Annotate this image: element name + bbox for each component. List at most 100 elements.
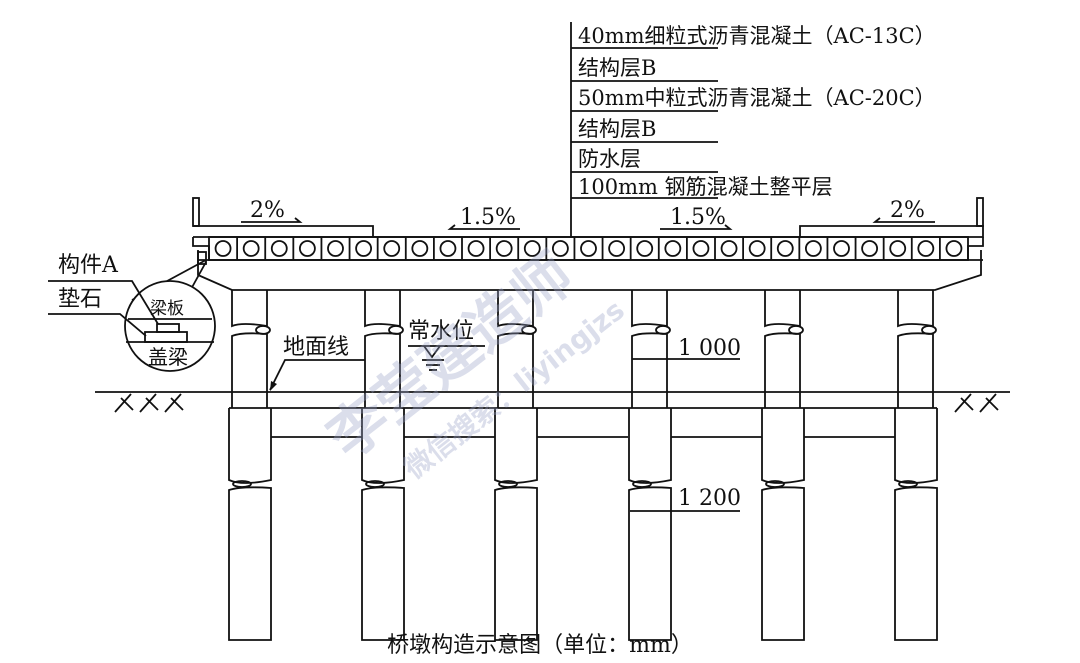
soil-hatch: [954, 393, 974, 413]
layer-label-2: 结构层B: [578, 56, 656, 80]
column-diameter-label: 1 000: [678, 336, 741, 361]
slope-arrow-left: [447, 224, 520, 230]
hollow-core: [495, 240, 513, 257]
ground-line-label: 地面线: [283, 335, 349, 360]
column-lower: [631, 332, 668, 408]
slope-center-left: 1.5%: [460, 205, 516, 230]
soil-hatch: [114, 393, 134, 413]
pile-upper: [628, 408, 672, 484]
hollow-core: [298, 240, 316, 257]
pile-lower: [494, 486, 538, 641]
hollow-core: [551, 240, 569, 257]
pavement-layer: [193, 225, 984, 238]
slope-arrow-right: [241, 217, 303, 223]
slope-center-right: 1.5%: [670, 205, 726, 230]
hollow-core: [636, 240, 654, 257]
hollow-core: [861, 240, 879, 257]
soil-hatch: [979, 393, 999, 413]
ground-line-leader: [269, 359, 365, 391]
pile-lower: [228, 486, 272, 641]
soil-hatching: [114, 393, 999, 413]
hollow-core: [411, 240, 429, 257]
column-upper: [631, 290, 668, 328]
layer-label-3: 50mm中粒式沥青混凝土（AC-20C）: [578, 86, 936, 110]
pile-upper: [361, 408, 405, 484]
hollow-core: [945, 240, 963, 257]
pier: [228, 290, 362, 641]
cap-beam: [197, 250, 983, 291]
pad-stone-leader: [48, 313, 147, 337]
pile-diameter-label: 1 200: [678, 486, 741, 511]
bearing-component: [156, 323, 180, 333]
hollow-core: [748, 240, 766, 257]
right-railing: [976, 197, 984, 227]
layer-callout: 40mm细粒式沥青混凝土（AC-13C） 结构层B 50mm中粒式沥青混凝土（A…: [570, 22, 936, 237]
column-break: [388, 325, 404, 335]
pad-stone-label: 垫石: [58, 287, 102, 312]
slope-right: 2%: [890, 198, 925, 223]
column-break: [521, 325, 537, 335]
hollow-core: [889, 240, 907, 257]
hollow-core: [720, 240, 738, 257]
hollow-core: [383, 240, 401, 257]
pile-upper: [494, 408, 538, 484]
beam-slab-label: 梁板: [150, 299, 184, 319]
cap-beam-label: 盖梁: [148, 345, 188, 369]
watermark: 李莹建造师 微信搜索：liyingjzs: [315, 240, 630, 486]
column-lower: [764, 332, 801, 408]
piers: [228, 290, 938, 641]
hollow-core: [608, 240, 626, 257]
pier: [761, 290, 895, 641]
slope-arrow-right: [660, 224, 733, 230]
soil-hatch: [139, 393, 159, 413]
layer-label-1: 40mm细粒式沥青混凝土（AC-13C）: [578, 24, 936, 48]
detail-circle: [124, 280, 216, 372]
pile-break: [232, 480, 252, 488]
hollow-slab-cells: [214, 237, 963, 260]
hollow-core: [270, 240, 288, 257]
hollow-core: [355, 240, 373, 257]
hollow-core: [580, 240, 597, 257]
pile-upper: [894, 408, 938, 484]
pile-break: [365, 480, 385, 488]
bridge-deck: [192, 197, 984, 291]
hollow-core: [664, 240, 682, 257]
slope-arrow-left: [872, 217, 935, 223]
hollow-core: [804, 240, 822, 257]
component-a-leader: [48, 280, 159, 325]
pile-break: [498, 480, 518, 488]
layer-label-6: 100mm 钢筋混凝土整平层: [578, 175, 833, 199]
pile-upper: [761, 408, 805, 484]
pier: [494, 290, 628, 641]
pile-break: [632, 480, 652, 488]
layer-label-4: 结构层B: [578, 117, 656, 141]
pile-lower: [894, 486, 938, 641]
slope-labels: 2% 1.5% 1.5% 2%: [241, 198, 935, 230]
hollow-core: [523, 240, 541, 257]
pile-lower: [361, 486, 405, 641]
column-break: [255, 325, 271, 335]
pile-dimension: 1 200: [630, 486, 741, 512]
pier: [628, 290, 762, 641]
hollow-core: [214, 240, 232, 257]
bearing-detail: 梁板 盖梁 构件A 垫石: [48, 253, 216, 372]
column-upper: [764, 290, 801, 328]
column-lower: [897, 332, 934, 408]
hollow-core: [439, 240, 457, 257]
layer-label-5: 防水层: [578, 147, 641, 171]
pile-break: [765, 480, 785, 488]
component-a-label: 构件A: [58, 253, 119, 278]
hollow-core: [692, 240, 710, 257]
pile-lower: [761, 486, 805, 641]
pile-break: [898, 480, 918, 488]
arrow-head: [270, 381, 277, 391]
column-break: [788, 325, 804, 335]
column-lower: [231, 332, 268, 408]
left-railing: [192, 197, 200, 227]
component-a-marker: [197, 251, 207, 265]
column-break: [921, 325, 937, 335]
hollow-core: [327, 240, 344, 257]
hollow-core: [776, 240, 794, 257]
